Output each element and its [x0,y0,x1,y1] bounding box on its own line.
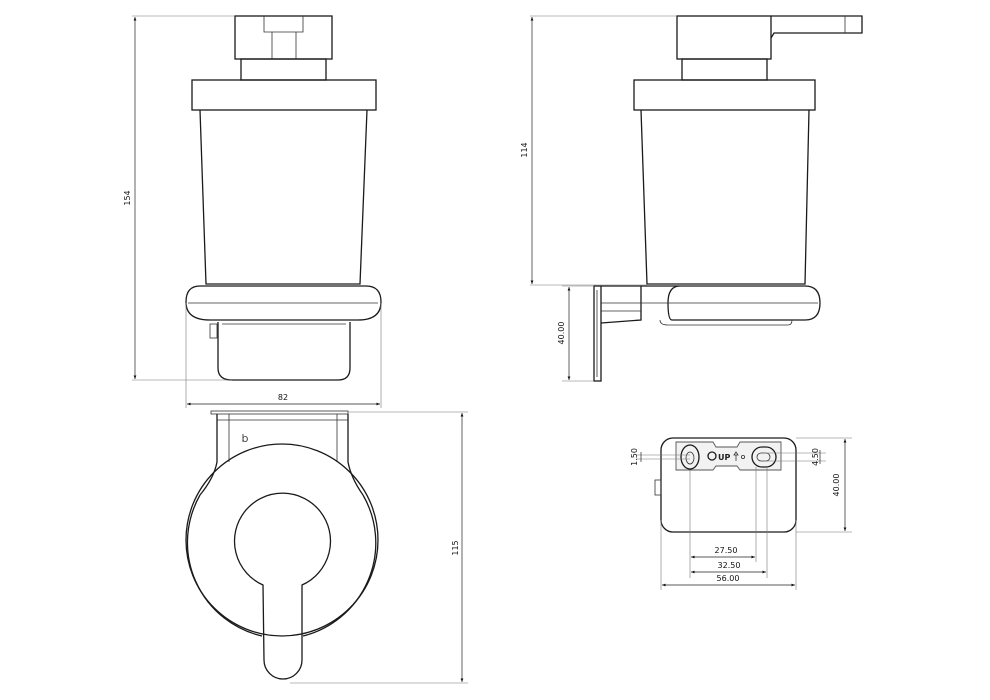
brand-logo: b [242,432,249,445]
up-arrow-icon [733,451,739,461]
wall-plate [593,285,602,382]
dimension-label-1-50: 1.50 [630,448,639,466]
wall-edge [210,410,349,415]
bracket-arm [600,285,642,324]
dimension-label-plate-40: 40.00 [832,474,841,497]
glass-body [199,109,368,285]
glass-body [640,109,810,285]
pump-lever [770,15,863,39]
side-view: 114 40.00 [520,15,863,382]
dimension-label-56: 56.00 [717,574,740,583]
dimension-label-4-50: 4.50 [811,448,820,466]
pump-head [676,15,772,60]
top-view: b 115 [185,410,468,684]
dimension-label-82: 82 [278,393,288,402]
pump-head [234,15,333,60]
up-marking: UP [718,453,730,462]
dimension-label-27-50: 27.50 [715,546,738,555]
holder-cup [217,322,351,381]
dimension-label-154: 154 [123,190,132,205]
pump-lever-top [233,492,332,680]
collar-outline [185,443,379,637]
holder-ring [641,285,821,321]
holder-ring [185,285,382,321]
left-mounting-hole [680,444,700,470]
dimension-label-115: 115 [451,540,460,555]
dimension-label-114: 114 [520,142,529,157]
mounting-plate-view: UP 1.50 4.50 40.00 27.50 32.50 [630,437,852,590]
dimension-label-32-50: 32.50 [718,561,741,570]
collar [191,79,377,111]
pump-neck [240,58,327,81]
collar [633,79,816,111]
dimension-label-40: 40.00 [557,322,566,345]
right-mounting-hole [751,446,777,468]
front-view: 154 82 [123,15,382,408]
